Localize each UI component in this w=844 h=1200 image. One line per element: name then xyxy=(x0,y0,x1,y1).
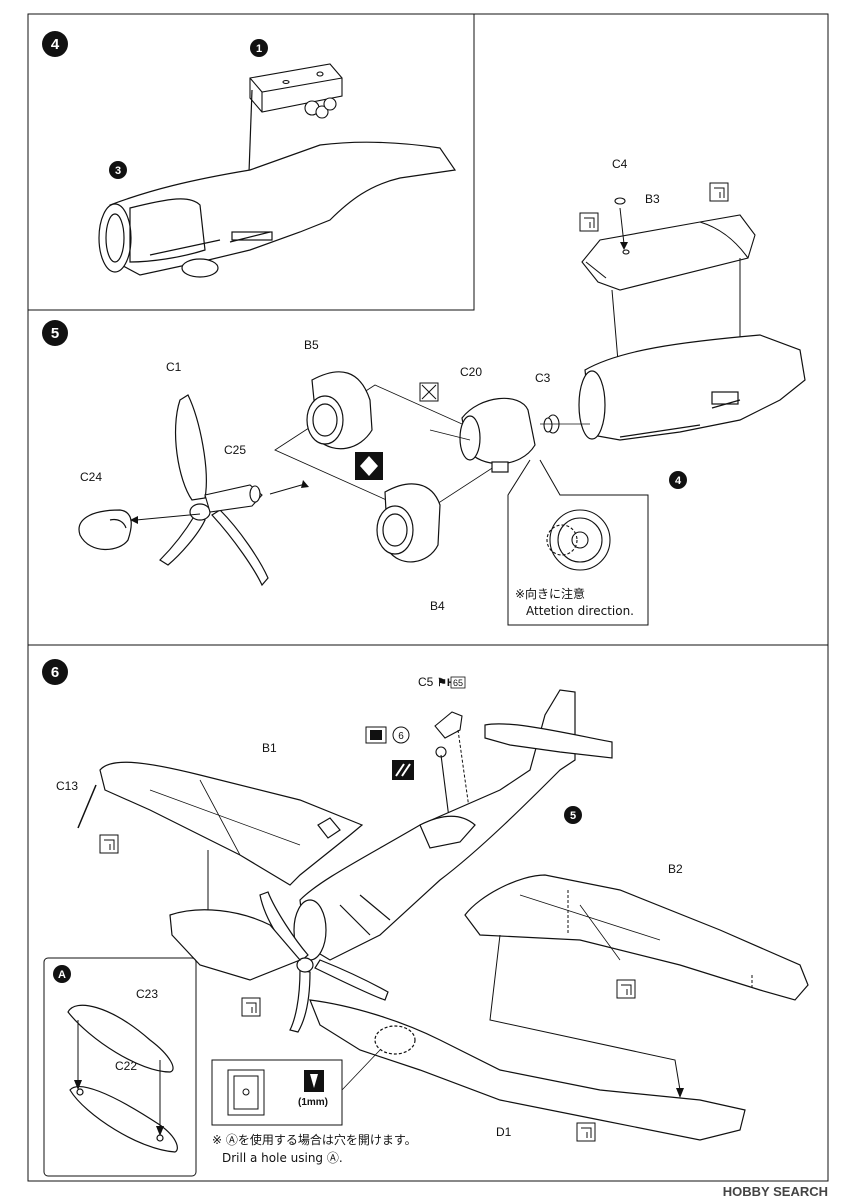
detail-ring-drawing xyxy=(546,509,611,571)
part-c23-drawing xyxy=(67,1004,174,1073)
svg-text:1: 1 xyxy=(256,43,262,55)
part-c22-drawing xyxy=(69,1086,178,1153)
label-c13: C13 xyxy=(56,779,78,793)
step-5-ref-4: 4 xyxy=(669,471,687,489)
label-b1: B1 xyxy=(262,741,277,755)
label-b4: B4 xyxy=(430,599,445,613)
label-b3: B3 xyxy=(645,192,660,206)
drill-icon xyxy=(304,1070,324,1092)
label-c1: C1 xyxy=(166,360,182,374)
propeller-step6-drawing xyxy=(259,891,389,1033)
label-c22: C22 xyxy=(115,1059,137,1073)
note-drill-en: Drill a hole using Ⓐ. xyxy=(222,1151,343,1165)
step-4-callout-1: 1 xyxy=(250,39,268,57)
step-4-badge: 4 xyxy=(42,31,68,57)
glue-icon xyxy=(579,212,599,232)
step-6-badge: 6 xyxy=(42,659,68,685)
label-c3: C3 xyxy=(535,371,551,385)
wing-lower-left-drawing xyxy=(169,909,302,981)
inset-a-frame xyxy=(43,957,197,1177)
cockpit-part-drawing xyxy=(249,63,343,119)
label-c20: C20 xyxy=(460,365,482,379)
cement-icon xyxy=(392,760,414,780)
paint-icon xyxy=(419,382,439,402)
svg-text:6: 6 xyxy=(398,731,404,742)
svg-text:4: 4 xyxy=(675,475,682,487)
spinner-c24-drawing xyxy=(78,509,132,551)
label-c24: C24 xyxy=(80,470,102,484)
decal-ref-marker: 6 xyxy=(365,726,410,744)
label-c4: C4 xyxy=(612,157,628,171)
glue-icon xyxy=(99,834,119,854)
note-drill-jp: ※ Ⓐを使用する場合は穴を開けます。 xyxy=(212,1132,417,1147)
aircraft-fuselage-drawing xyxy=(293,689,613,961)
step-5-badge: 5 xyxy=(42,320,68,346)
drill-detail-drawing xyxy=(227,1069,265,1116)
cowl-ring-b4-drawing xyxy=(376,483,441,563)
glue-icon xyxy=(241,997,261,1017)
propeller-c1-drawing xyxy=(159,394,269,587)
step-6-frame xyxy=(27,644,829,1182)
part-c20-drawing xyxy=(459,397,536,473)
fuselage-step4-drawing xyxy=(98,141,457,278)
label-d1: D1 xyxy=(496,1125,512,1139)
note-direction-en: Attetion direction. xyxy=(526,604,634,618)
note-direction-jp: ※向きに注意 xyxy=(515,586,585,601)
inset-a-badge: A xyxy=(53,965,71,983)
detail-callout-box xyxy=(507,459,649,626)
hole-size: (1mm) xyxy=(298,1097,328,1108)
wing-b1-drawing xyxy=(99,761,364,886)
cowl-ring-b5-drawing xyxy=(306,371,373,450)
step-6-ref-5: 5 xyxy=(564,806,582,824)
label-c25: C25 xyxy=(224,443,246,457)
paint-code: 65 xyxy=(453,678,463,688)
svg-text:5: 5 xyxy=(570,810,576,822)
glue-icon xyxy=(576,1122,596,1142)
watermark: HOBBY SEARCH xyxy=(723,1184,828,1199)
flag-icon: ⚑H xyxy=(437,677,455,689)
label-c5: C5 xyxy=(418,675,434,689)
svg-text:3: 3 xyxy=(115,165,121,177)
label-b2: B2 xyxy=(668,862,683,876)
canopy-c5-drawing xyxy=(434,711,463,758)
fuselage-step5-drawing xyxy=(578,334,806,441)
step-4-callout-3: 3 xyxy=(109,161,127,179)
svg-text:6: 6 xyxy=(51,664,59,681)
label-b5: B5 xyxy=(304,338,319,352)
glue-icon xyxy=(709,182,729,202)
cowl-panel-b3-drawing xyxy=(581,197,756,291)
glue-icon xyxy=(616,979,636,999)
svg-text:4: 4 xyxy=(51,36,60,53)
shaft-c25-drawing xyxy=(204,484,263,513)
wing-b2-drawing xyxy=(464,874,809,1001)
svg-text:A: A xyxy=(58,969,66,981)
svg-text:5: 5 xyxy=(51,325,59,342)
label-c23: C23 xyxy=(136,987,158,1001)
lower-wing-d1-drawing xyxy=(309,999,746,1141)
direction-icon xyxy=(355,452,383,480)
